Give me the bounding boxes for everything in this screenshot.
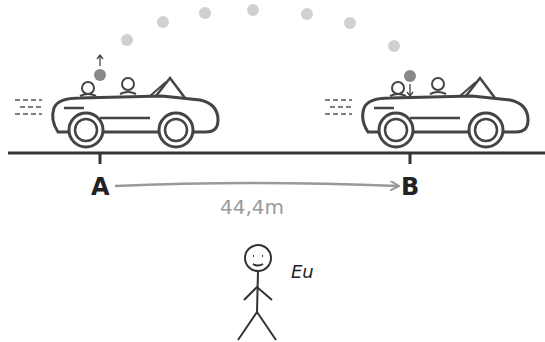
- point-label: B: [401, 175, 419, 199]
- tick-mark: [409, 153, 412, 164]
- tick-mark: [99, 153, 102, 164]
- ball: [94, 69, 106, 81]
- person-label: Eu: [291, 263, 314, 281]
- velocity-arrow: [407, 84, 413, 96]
- car: [15, 78, 218, 147]
- ball: [404, 70, 416, 82]
- distance-arrow: [115, 183, 398, 186]
- car: [325, 78, 528, 147]
- trajectory: [121, 4, 400, 52]
- velocity-arrow: [97, 55, 103, 66]
- point-label: A: [91, 175, 110, 199]
- ground-line: [8, 152, 545, 155]
- stick-figure: [238, 245, 276, 340]
- distance-label: 44,4m: [220, 197, 284, 217]
